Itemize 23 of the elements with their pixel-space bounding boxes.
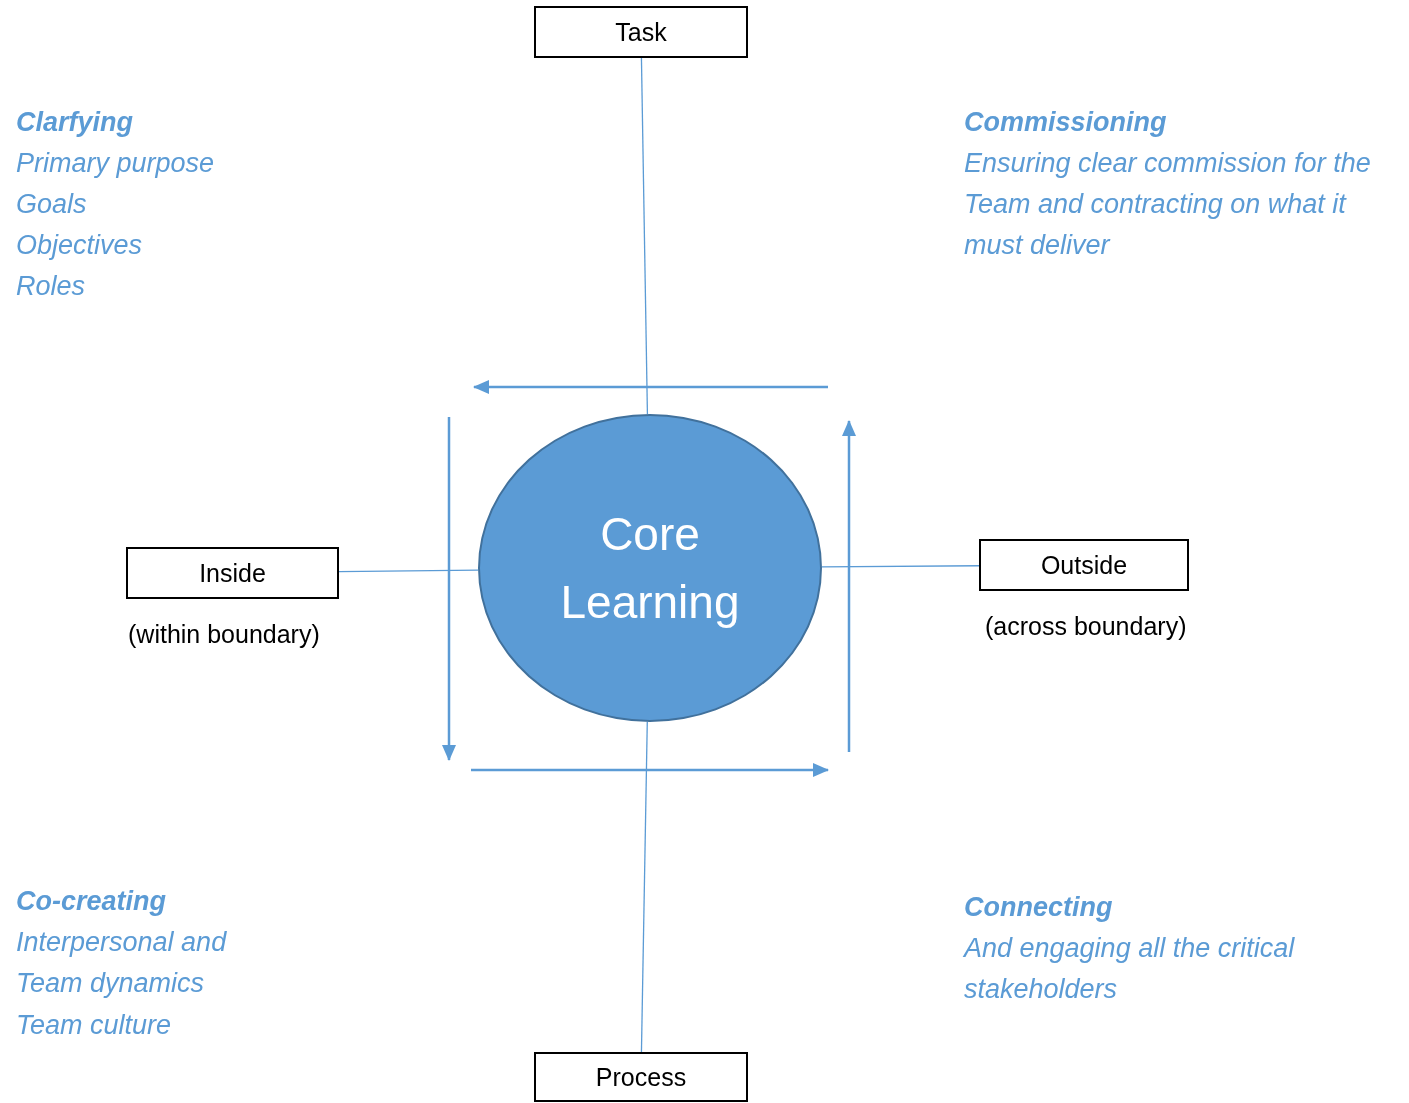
quadrant-heading: Clarfying [16,106,135,139]
quadrant-heading: Connecting [964,891,1114,924]
quadrant-text: Goals [16,188,88,221]
boundary-note: (across boundary) [985,612,1187,641]
quadrant-text: Team culture [16,1009,173,1042]
core-circle: Core Learning [478,414,822,722]
quadrant-text: Interpersonal and Team dynamics [16,926,228,1000]
quadrant-heading: Commissioning [964,106,1168,139]
quadrant-text: Roles [16,270,87,303]
boundary-note: (within boundary) [128,620,320,649]
quadrant-text: Objectives [16,229,144,262]
quadrant-heading: Co-creating [16,885,168,918]
quadrant-text: Ensuring clear commission for the Team and contracting on what it must deliver [964,147,1372,262]
connector-line [640,721,648,1053]
label-box: Inside [126,547,339,599]
label-box: Outside [979,539,1189,591]
label-box: Task [534,6,748,58]
quadrant-text: Primary purpose [16,147,216,180]
quadrant-text: And engaging all the critical stakeholders [964,932,1296,1006]
connector-line [338,569,479,573]
connector-line [821,565,980,568]
label-box: Process [534,1052,748,1102]
connector-line [640,57,649,415]
